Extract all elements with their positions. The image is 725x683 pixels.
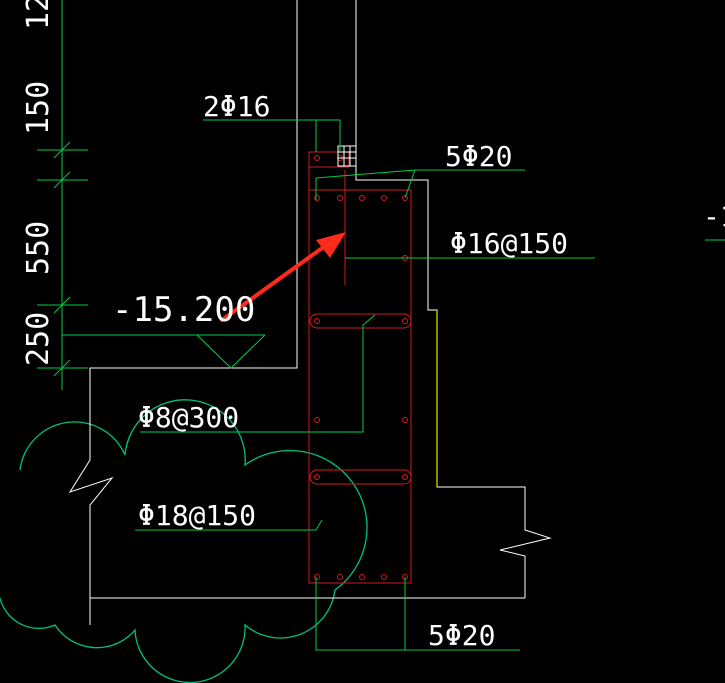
label-5phi20-lower: 5Φ20 (428, 619, 495, 652)
structure-outline (68, 0, 552, 625)
rebar-dots (314, 155, 408, 580)
label-edge-fragment: -1 (703, 200, 725, 233)
label-elevation: -15.200 (112, 290, 255, 330)
label-2phi16: 2Φ16 (203, 90, 270, 123)
dim-550-text: 550 (21, 221, 56, 275)
revision-cloud (0, 399, 368, 683)
annotation-arrow (220, 232, 346, 322)
dim-150-text: 150 (21, 81, 56, 135)
dim-top-text: 12 (21, 0, 56, 30)
dimension-chain (37, 0, 88, 390)
label-phi8-at-300: Φ8@300 (138, 401, 239, 434)
rebar-cage (308, 151, 412, 584)
label-phi16-at-150: Φ16@150 (450, 227, 568, 260)
label-5phi20-upper: 5Φ20 (445, 140, 512, 173)
label-phi18-at-150: Φ18@150 (138, 499, 256, 532)
dim-250-text: 250 (21, 312, 56, 366)
leader-lines (62, 119, 725, 651)
hatch-block (337, 145, 357, 167)
